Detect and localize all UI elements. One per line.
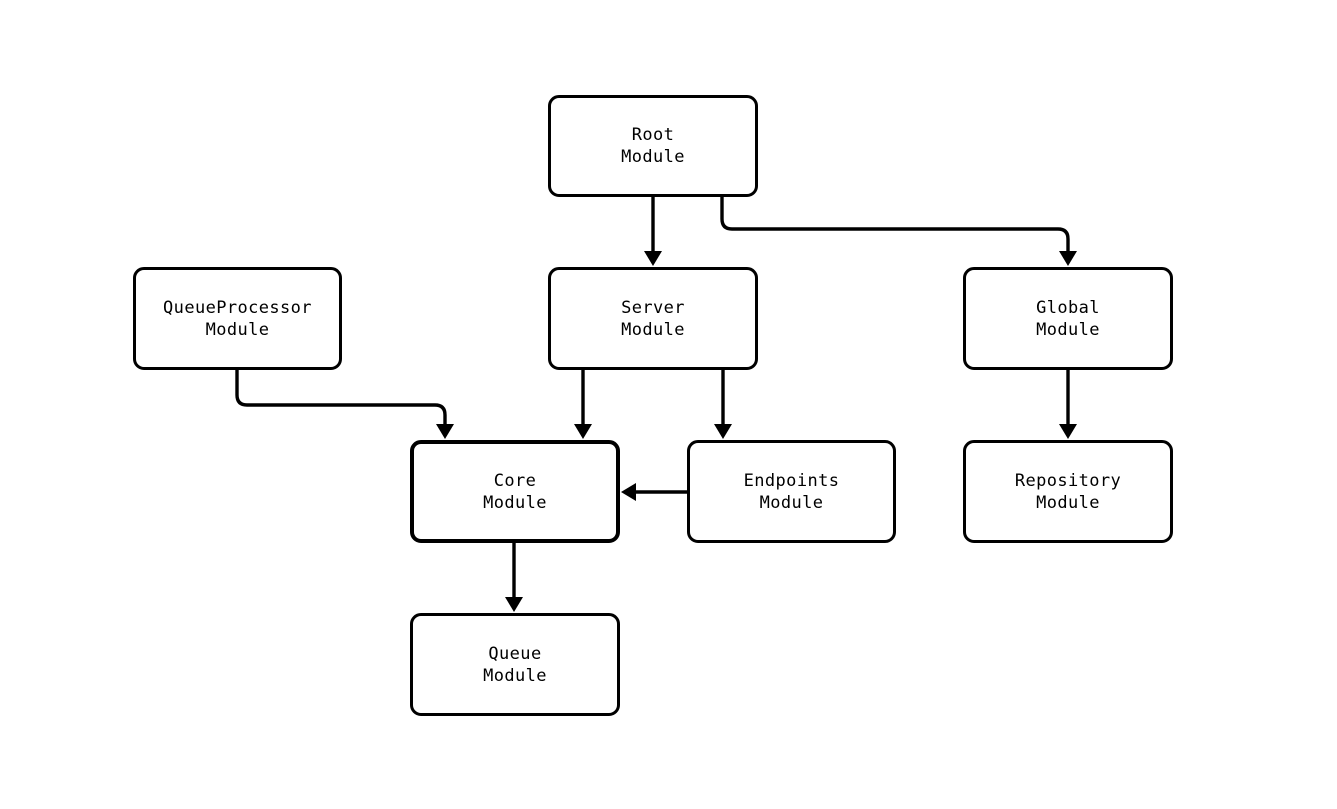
edge-root-to-server	[644, 197, 662, 266]
edge-line	[720, 197, 1070, 252]
edge-core-to-queue	[505, 543, 523, 612]
edge-queueprocessor-to-core	[235, 370, 454, 439]
node-label-suffix: Module	[759, 492, 824, 513]
edge-global-to-repository	[1059, 370, 1077, 439]
edge-root-to-global	[720, 197, 1077, 266]
node-label-suffix: Module	[1036, 492, 1100, 513]
edge-server-to-endpoints	[714, 370, 732, 439]
node-label-suffix: Module	[621, 147, 685, 167]
node-label-suffix: Module	[1036, 319, 1100, 340]
edge-arrowhead	[574, 424, 592, 439]
edge-endpoints-to-core	[621, 483, 687, 501]
node-label-suffix: Module	[205, 319, 270, 340]
node-label-name: Endpoints	[743, 470, 840, 491]
edge-arrowhead	[714, 424, 732, 439]
edge-arrowhead	[436, 424, 454, 439]
edge-arrowhead	[644, 251, 662, 266]
edge-arrowhead	[1059, 424, 1077, 439]
node-label-name: QueueProcessor	[163, 297, 312, 318]
node-label-suffix: Module	[483, 492, 547, 513]
node-label-name: Queue	[488, 643, 542, 664]
node-label-name: Core	[493, 470, 537, 491]
node-label-name: Root	[631, 125, 675, 145]
edge-server-to-core	[574, 370, 592, 439]
node-label-suffix: Module	[621, 319, 685, 340]
edge-line	[235, 370, 447, 425]
edge-arrowhead	[1059, 251, 1077, 266]
node-label-suffix: Module	[483, 665, 547, 686]
node-label-name: Repository	[1014, 470, 1122, 491]
edge-arrowhead	[621, 483, 636, 501]
edge-arrowhead	[505, 597, 523, 612]
node-label-name: Server	[621, 297, 685, 318]
node-label-name: Global	[1036, 297, 1100, 318]
